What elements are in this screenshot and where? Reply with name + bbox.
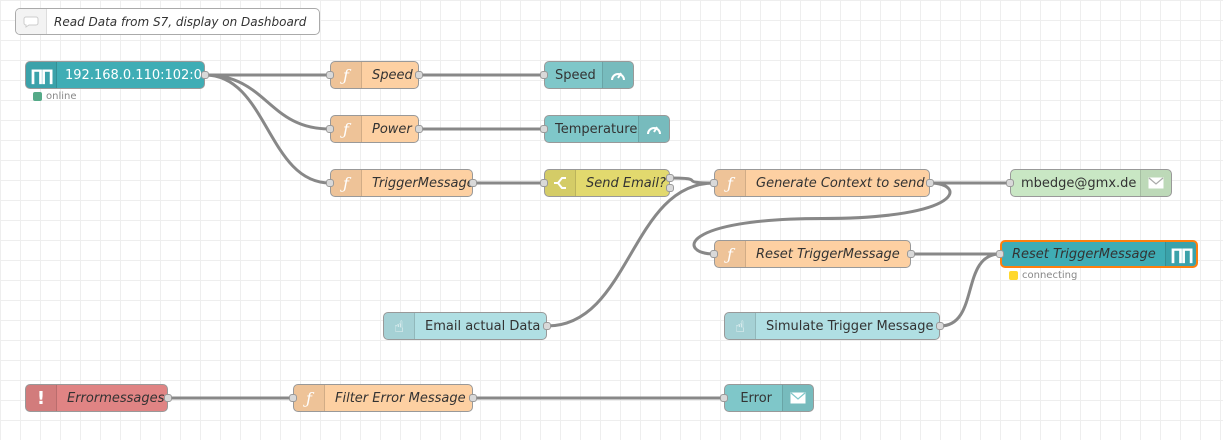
output-port[interactable] (469, 394, 477, 402)
email-node-error[interactable]: Error (724, 384, 814, 412)
comment-icon (16, 9, 47, 34)
email-node-mbedge[interactable]: mbedge@gmx.de (1010, 169, 1172, 197)
output-port[interactable] (666, 174, 674, 182)
input-port[interactable] (289, 394, 297, 402)
status-connecting: connecting (1009, 270, 1077, 281)
function-node-speed[interactable]: ƒ Speed (330, 61, 419, 89)
gauge-node-temperature[interactable]: Temperature (544, 115, 670, 143)
input-port[interactable] (540, 179, 548, 187)
envelope-icon (782, 385, 813, 411)
node-label: Error (740, 390, 772, 406)
switch-icon (545, 170, 576, 196)
envelope-icon (1140, 170, 1171, 196)
status-dot-icon (33, 92, 42, 101)
node-label: Generate Context to send (756, 175, 925, 191)
output-port[interactable] (666, 184, 674, 192)
s7-out-node-reset-triggermessage[interactable]: Reset TriggerMessage ∏∏ (1000, 240, 1198, 268)
function-icon: ƒ (331, 170, 362, 196)
wire-fn_context-to-fn_reset[interactable] (692, 181, 952, 256)
input-port[interactable] (326, 179, 334, 187)
button-node-email-actual-data[interactable]: ☝ Email actual Data (383, 312, 547, 340)
output-port[interactable] (415, 71, 423, 79)
wire-s7_in-to-fn_power[interactable] (204, 73, 331, 131)
button-node-simulate-trigger[interactable]: ☝ Simulate Trigger Message (724, 312, 940, 340)
input-port[interactable] (720, 394, 728, 402)
output-port[interactable] (907, 250, 915, 258)
input-port[interactable] (996, 250, 1004, 258)
node-label: mbedge@gmx.de (1021, 175, 1137, 191)
function-icon: ƒ (331, 62, 362, 88)
wire-btn_simulate-to-s7_out[interactable] (939, 252, 1001, 328)
function-node-generate-context[interactable]: ƒ Generate Context to send (714, 169, 930, 197)
hand-pointer-icon: ☝ (725, 313, 756, 339)
node-label: TriggerMessage (372, 175, 472, 191)
node-label: Power (372, 121, 412, 137)
node-label: Temperature (555, 121, 638, 137)
input-port[interactable] (540, 71, 548, 79)
output-port[interactable] (936, 322, 944, 330)
gauge-icon (638, 116, 669, 142)
input-port[interactable] (326, 71, 334, 79)
hand-pointer-icon: ☝ (384, 313, 415, 339)
input-port[interactable] (1006, 179, 1014, 187)
node-label: Simulate Trigger Message (766, 318, 934, 334)
comment-text: Read Data from S7, display on Dashboard (54, 14, 307, 29)
wire-btn_email-to-fn_context[interactable] (546, 181, 715, 328)
output-port[interactable] (926, 179, 934, 187)
node-label: Speed (372, 67, 413, 83)
node-label: Reset TriggerMessage (756, 246, 900, 262)
comment-node[interactable]: Read Data from S7, display on Dashboard (15, 8, 320, 35)
s7-in-node[interactable]: ∏∏ 192.168.0.110:102:0:1 (25, 61, 205, 89)
function-node-triggermessage[interactable]: ƒ TriggerMessage (330, 169, 473, 197)
gauge-icon (602, 62, 633, 88)
function-node-filter-error[interactable]: ƒ Filter Error Message (293, 384, 473, 412)
wire-s7_in-to-fn_trigger[interactable] (204, 73, 331, 185)
input-port[interactable] (326, 125, 334, 133)
node-label: 192.168.0.110:102:0:1 (65, 67, 204, 83)
gauge-node-speed[interactable]: Speed (544, 61, 634, 89)
s7-plc-icon: ∏∏ (26, 62, 57, 88)
status-dot-icon (1009, 271, 1018, 280)
input-port[interactable] (540, 125, 548, 133)
node-label: Send Email? (586, 175, 666, 191)
output-port[interactable] (543, 322, 551, 330)
node-label: Errormessages (67, 390, 165, 406)
node-label: Filter Error Message (335, 390, 466, 406)
output-port[interactable] (415, 125, 423, 133)
status-text: online (46, 91, 77, 102)
function-node-reset-triggermessage[interactable]: ƒ Reset TriggerMessage (714, 240, 911, 268)
node-label: Reset TriggerMessage (1012, 246, 1156, 262)
function-icon: ƒ (331, 116, 362, 142)
node-label: Email actual Data (425, 318, 541, 334)
function-icon: ƒ (715, 170, 746, 196)
node-label: Speed (555, 67, 596, 83)
output-port[interactable] (469, 179, 477, 187)
function-icon: ƒ (715, 241, 746, 267)
function-node-power[interactable]: ƒ Power (330, 115, 419, 143)
output-port[interactable] (164, 394, 172, 402)
catch-node-errormessages[interactable]: ! Errormessages (25, 384, 168, 412)
exclamation-icon: ! (26, 385, 57, 411)
input-port[interactable] (710, 179, 718, 187)
function-icon: ƒ (294, 385, 325, 411)
output-port[interactable] (201, 71, 209, 79)
switch-node-send-email[interactable]: Send Email? (544, 169, 670, 197)
input-port[interactable] (710, 250, 718, 258)
s7-plc-icon: ∏∏ (1165, 242, 1196, 266)
status-online: online (33, 91, 77, 102)
status-text: connecting (1022, 270, 1078, 281)
